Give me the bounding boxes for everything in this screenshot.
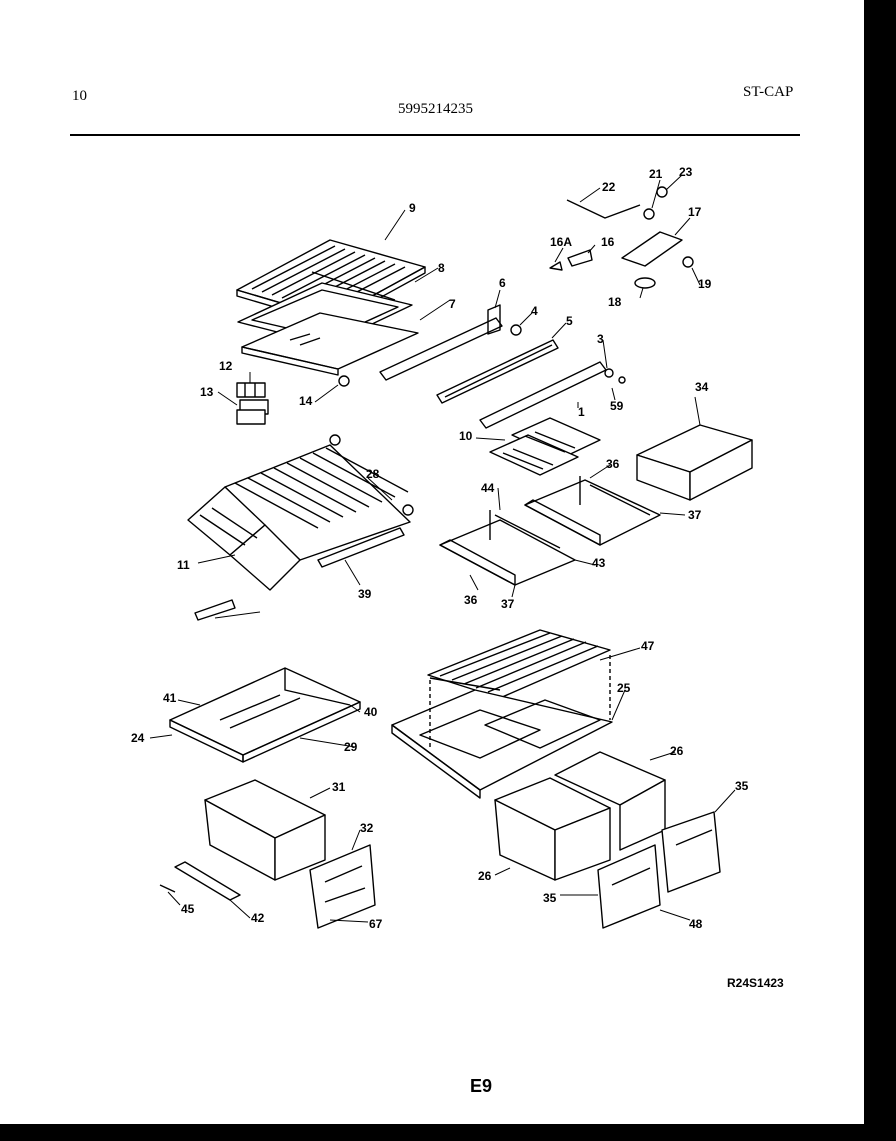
callout-67: 67 bbox=[369, 917, 383, 931]
part-29-40-41-shelf bbox=[169, 667, 361, 763]
callout-29: 29 bbox=[344, 740, 358, 754]
callout-43: 43 bbox=[592, 556, 606, 570]
part-39-trim bbox=[194, 599, 236, 621]
callout-36-upper: 36 bbox=[606, 457, 620, 471]
callout-40: 40 bbox=[364, 705, 378, 719]
model-number: 5995214235 bbox=[398, 101, 473, 117]
callout-35-right: 35 bbox=[735, 779, 749, 793]
part-10-trays bbox=[489, 417, 601, 476]
exploded-view-drawing: 9 8 7 6 4 5 3 59 1 10 12 13 14 22 21 23 … bbox=[131, 165, 753, 931]
callout-4: 4 bbox=[531, 304, 538, 318]
callout-18: 18 bbox=[608, 295, 622, 309]
part-18-knob bbox=[634, 277, 656, 289]
callout-37-lower: 37 bbox=[501, 597, 515, 611]
callout-14: 14 bbox=[299, 394, 313, 408]
callout-16: 16 bbox=[601, 235, 615, 249]
callout-37-upper: 37 bbox=[688, 508, 702, 522]
part-21 bbox=[643, 208, 655, 220]
part-19 bbox=[682, 256, 694, 268]
callout-26-left: 26 bbox=[478, 869, 492, 883]
callout-48: 48 bbox=[689, 917, 703, 931]
callout-19: 19 bbox=[698, 277, 712, 291]
callout-10: 10 bbox=[459, 429, 473, 443]
part-17-housing bbox=[621, 231, 683, 267]
callout-6: 6 bbox=[499, 276, 506, 290]
part-22-lever bbox=[566, 199, 641, 219]
part-42-rail bbox=[174, 861, 241, 901]
callout-9: 9 bbox=[409, 201, 416, 215]
part-31-drawer bbox=[204, 779, 326, 881]
callout-3: 3 bbox=[597, 332, 604, 346]
part-4-screw bbox=[510, 324, 522, 336]
callout-11: 11 bbox=[177, 558, 190, 572]
callout-24: 24 bbox=[131, 731, 145, 745]
callout-28: 28 bbox=[366, 467, 380, 481]
callout-31: 31 bbox=[332, 780, 346, 794]
part-11-wire-shelf bbox=[187, 434, 414, 621]
part-16 bbox=[567, 249, 593, 267]
header-rule bbox=[70, 134, 800, 136]
callout-39: 39 bbox=[358, 587, 372, 601]
callout-8: 8 bbox=[438, 261, 445, 275]
page-number: 10 bbox=[72, 88, 87, 104]
part-12-13-clips bbox=[236, 382, 269, 425]
callout-1: 1 bbox=[578, 405, 585, 419]
section-code: ST-CAP bbox=[743, 84, 794, 100]
callout-25: 25 bbox=[617, 681, 631, 695]
callout-47: 47 bbox=[641, 639, 655, 653]
part-9-shelf-cover bbox=[236, 239, 426, 325]
callout-23: 23 bbox=[679, 165, 693, 179]
part-45 bbox=[159, 884, 176, 893]
callout-7: 7 bbox=[449, 297, 456, 311]
part-36-37-door-shelves bbox=[439, 476, 661, 586]
callout-34: 34 bbox=[695, 380, 709, 394]
part-47-crisper-cover bbox=[427, 629, 611, 699]
part-34-bin bbox=[636, 424, 753, 501]
callout-45: 45 bbox=[181, 902, 195, 916]
part-16a bbox=[549, 261, 563, 271]
page-label: E9 bbox=[470, 1076, 493, 1096]
part-14-grommet bbox=[338, 375, 350, 387]
part-26-drawers bbox=[494, 751, 666, 881]
drawing-code: R24S1423 bbox=[727, 976, 784, 990]
parts-diagram-sheet: 10 5995214235 ST-CAP bbox=[0, 0, 864, 1124]
callout-35-left: 35 bbox=[543, 891, 557, 905]
callout-41: 41 bbox=[163, 691, 177, 705]
callout-44: 44 bbox=[481, 481, 495, 495]
callout-21: 21 bbox=[649, 167, 663, 181]
callout-32: 32 bbox=[360, 821, 374, 835]
callout-36-lower: 36 bbox=[464, 593, 478, 607]
callout-13: 13 bbox=[200, 385, 214, 399]
callout-16a: 16A bbox=[550, 235, 572, 249]
part-23 bbox=[656, 186, 668, 198]
part-48-drawer-fronts bbox=[597, 811, 721, 929]
callout-42: 42 bbox=[251, 911, 265, 925]
callout-26-right: 26 bbox=[670, 744, 684, 758]
callout-22: 22 bbox=[602, 180, 616, 194]
callout-59: 59 bbox=[610, 399, 624, 413]
callout-12: 12 bbox=[219, 359, 233, 373]
callout-17: 17 bbox=[688, 205, 702, 219]
part-25-crisper-frame bbox=[391, 689, 613, 799]
part-6-bracket bbox=[379, 317, 503, 381]
part-67-drawer-front bbox=[309, 844, 376, 929]
callout-5: 5 bbox=[566, 314, 573, 328]
